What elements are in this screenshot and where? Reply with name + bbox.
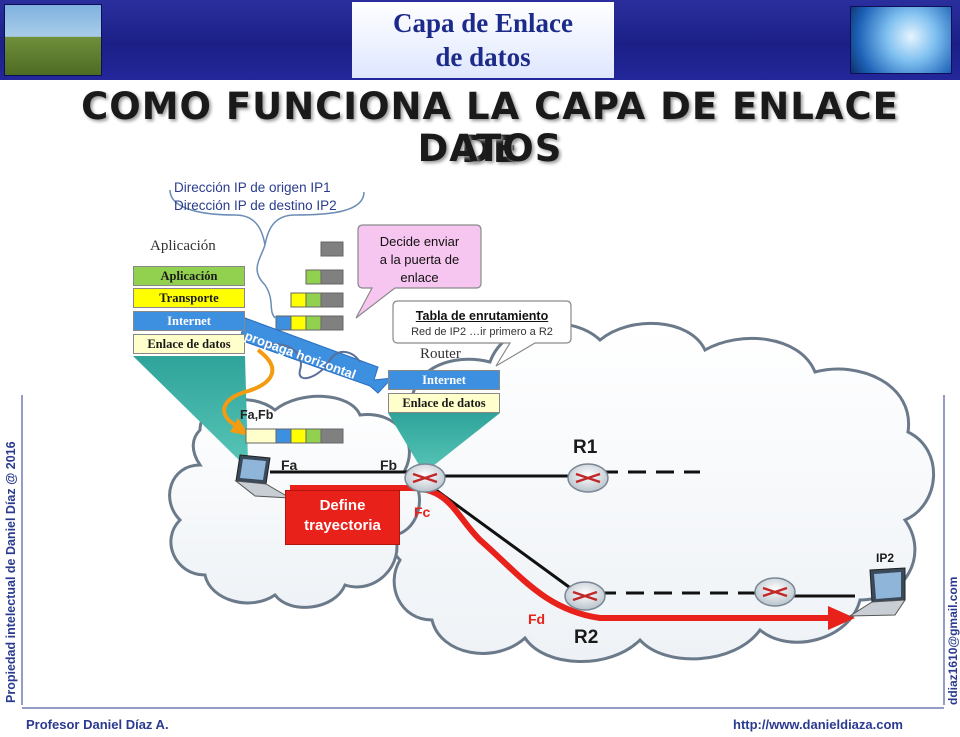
laptop-icon bbox=[234, 454, 291, 499]
host-funnel bbox=[133, 356, 248, 462]
sidebar-email: ddiaz1610@gmail.com bbox=[946, 576, 960, 705]
title-line-2: de datos bbox=[435, 42, 531, 72]
sidebar-copyright: Propiedad intelectual de Daniel Díaz @ 2… bbox=[4, 441, 18, 703]
callout-decide-line-2: a la puerta de bbox=[379, 252, 460, 267]
router-funnel bbox=[388, 413, 500, 470]
router-icon bbox=[564, 581, 606, 611]
router-icon bbox=[754, 577, 796, 607]
define-path-box: Define trayectoria bbox=[285, 490, 400, 545]
frame-arrow bbox=[222, 348, 275, 427]
footer-website[interactable]: http://www.danieldiaza.com bbox=[733, 717, 903, 732]
router-icon bbox=[567, 463, 609, 493]
photo-abstract bbox=[850, 6, 952, 74]
layer-transport: Transporte bbox=[133, 288, 245, 308]
router-label-r1: R1 bbox=[573, 437, 598, 458]
title-line-1: Capa de Enlace bbox=[392, 8, 573, 38]
define-path-line-1: Define bbox=[319, 497, 366, 514]
routing-table-row: Red de IP2 …ir primero a R2 bbox=[411, 326, 553, 338]
router-layer-data-link: Enlace de datos bbox=[388, 393, 500, 413]
page-title-line-2: DATOS bbox=[417, 127, 563, 170]
photo-landscape bbox=[4, 4, 102, 76]
link-label-fa: Fa bbox=[281, 457, 298, 473]
packet-stack bbox=[275, 241, 344, 331]
layer-internet: Internet bbox=[133, 311, 245, 331]
ip-origin: Dirección IP de origen IP1 bbox=[174, 180, 331, 195]
layer-data-link: Enlace de datos bbox=[133, 334, 245, 354]
propagation-arrow bbox=[239, 317, 394, 394]
laptop-icon bbox=[848, 567, 906, 617]
ip-destination: Dirección IP de destino IP2 bbox=[174, 198, 337, 213]
callout-routing-table bbox=[392, 300, 572, 367]
link-label-fb: Fb bbox=[380, 457, 398, 473]
callout-decide-line-3: enlace bbox=[400, 270, 439, 285]
link-label-fd: Fd bbox=[528, 611, 546, 627]
page-title: COMO FUNCIONA LA CAPA DE ENLACE DE bbox=[81, 85, 899, 171]
router-caption: Router bbox=[420, 346, 461, 362]
routing-table-title: Tabla de enrutamiento bbox=[415, 309, 549, 323]
path-red bbox=[290, 485, 830, 621]
router-layer-internet: Internet bbox=[388, 370, 500, 390]
define-path-line-2: trayectoria bbox=[304, 517, 381, 534]
title-box: Capa de Enlace de datos bbox=[352, 2, 614, 78]
host-caption: Aplicación bbox=[150, 238, 216, 254]
frame-label: Fa,Fb bbox=[240, 408, 274, 422]
layer-application: Aplicación bbox=[133, 266, 245, 286]
footer-author: Profesor Daniel Díaz A. bbox=[26, 717, 169, 732]
frame-packet bbox=[245, 428, 344, 444]
router-label-r2: R2 bbox=[574, 627, 599, 648]
host-ip-label: IP2 bbox=[876, 551, 895, 565]
router-icon bbox=[404, 463, 446, 493]
callout-decide bbox=[355, 224, 482, 319]
link-label-fc: Fc bbox=[414, 504, 431, 520]
callout-decide-line-1: Decide enviar bbox=[379, 234, 460, 249]
